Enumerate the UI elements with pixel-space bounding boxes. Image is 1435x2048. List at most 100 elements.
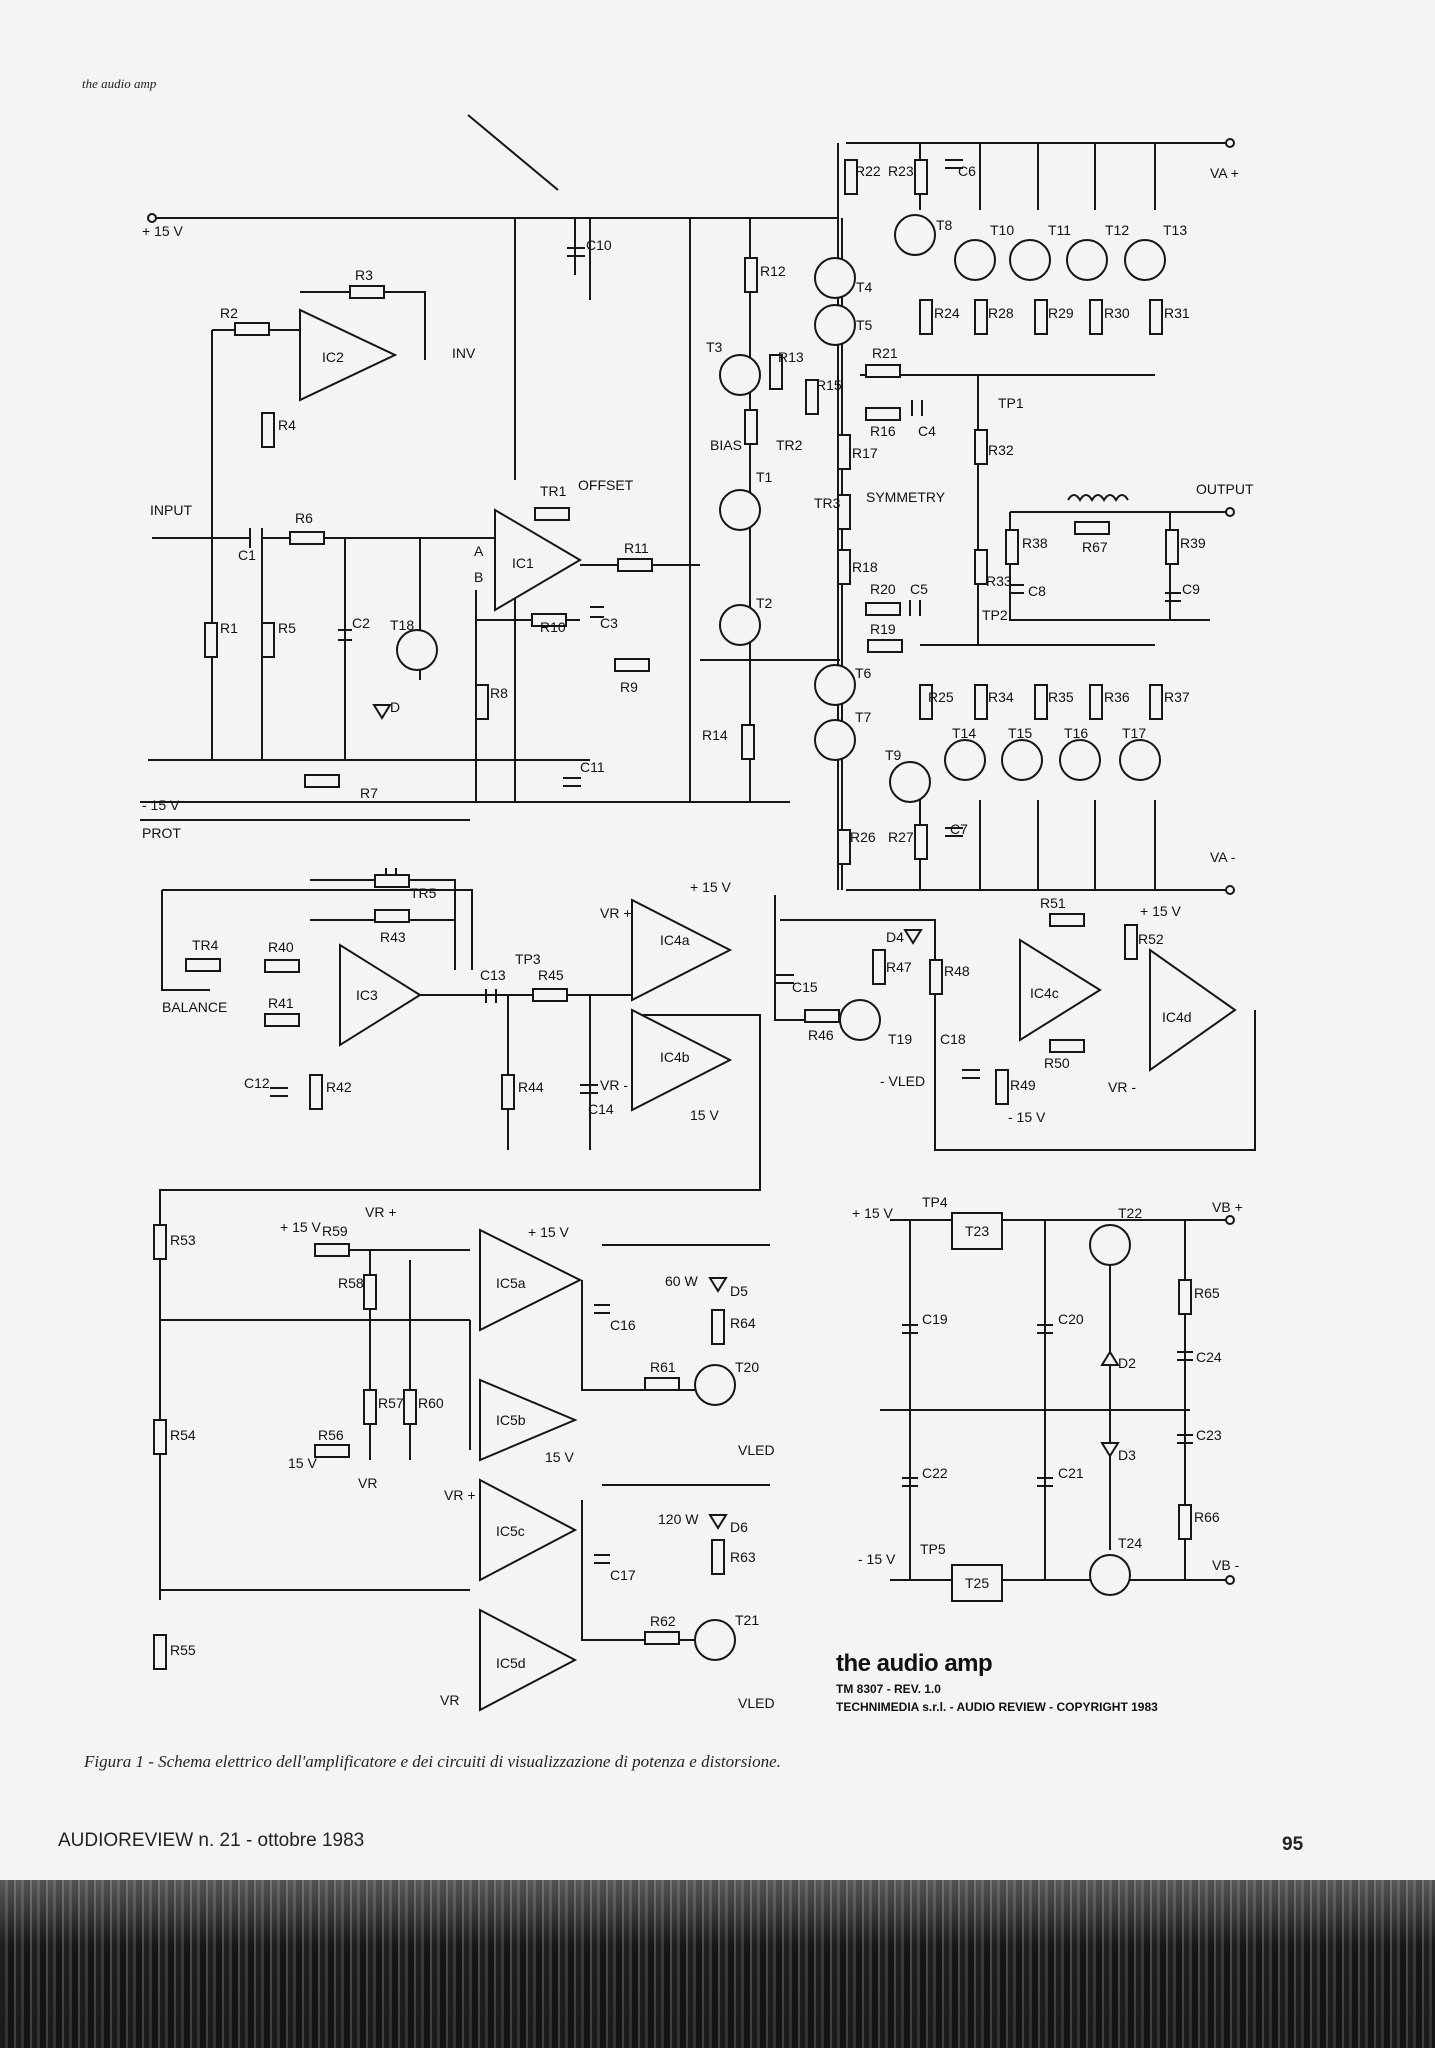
label-c2: C2 (352, 615, 370, 631)
rail-prot-label: PROT (142, 825, 181, 841)
label-ic4b: IC4b (660, 1049, 690, 1065)
label-ic4c: IC4c (1030, 985, 1059, 1001)
label-c22: C22 (922, 1465, 948, 1481)
label-tp3: TP3 (515, 951, 541, 967)
label-r32: R32 (988, 442, 1014, 458)
label-c4: C4 (918, 423, 936, 439)
vr-plus-label-1: VR + (600, 905, 632, 921)
label-ic5a: IC5a (496, 1275, 526, 1291)
label-t9: T9 (885, 747, 902, 763)
label-r44: R44 (518, 1079, 544, 1095)
label-c15: C15 (792, 979, 818, 995)
label-ic5d: IC5d (496, 1655, 526, 1671)
label-tr5: TR5 (410, 885, 437, 901)
label-c1: C1 (238, 547, 256, 563)
label-r22: R22 (855, 163, 881, 179)
label-tr4: TR4 (192, 937, 219, 953)
schematic-publisher: TECHNIMEDIA s.r.l. - AUDIO REVIEW - COPY… (836, 1700, 1158, 1714)
trimmer-tr1 (534, 507, 570, 521)
label-t2: T2 (756, 595, 773, 611)
label-r20: R20 (870, 581, 896, 597)
label-r58: R58 (338, 1275, 364, 1291)
label-t12: T12 (1105, 222, 1129, 238)
label-r35: R35 (1048, 689, 1074, 705)
input-label: INPUT (150, 502, 192, 518)
page-number: 95 (1282, 1834, 1304, 1855)
label-d5: D5 (730, 1283, 748, 1299)
label-c16: C16 (610, 1317, 636, 1333)
label-r62: R62 (650, 1613, 676, 1629)
label-r57: R57 (378, 1395, 404, 1411)
label-r41: R41 (268, 995, 294, 1011)
label-r29: R29 (1048, 305, 1074, 321)
label-r3: R3 (355, 267, 373, 283)
label-d6: D6 (730, 1519, 748, 1535)
label-tp2: TP2 (982, 607, 1008, 623)
label-r1: R1 (220, 620, 238, 636)
label-r34: R34 (988, 689, 1014, 705)
label-r10: R10 (540, 619, 566, 635)
scan-edge-shadow (0, 1880, 1435, 2048)
diode-d2 (1100, 1350, 1120, 1366)
label-t25: T25 (965, 1575, 989, 1591)
label-t1: T1 (756, 469, 773, 485)
rail-plus15-label: + 15 V (142, 223, 184, 239)
diode-d3 (1100, 1442, 1120, 1458)
label-t6: T6 (855, 665, 872, 681)
label-r40: R40 (268, 939, 294, 955)
label-r38: R38 (1022, 535, 1048, 551)
opamp-ic5d (479, 1608, 578, 1712)
label-r24: R24 (934, 305, 960, 321)
psu-minus15-label: - 15 V (858, 1551, 896, 1567)
opamp-ic2 (299, 308, 398, 402)
label-ic4a: IC4a (660, 932, 690, 948)
label-tp5: TP5 (920, 1541, 946, 1557)
vled-label-2: VLED (738, 1442, 775, 1458)
v15-label-1: 15 V (288, 1455, 317, 1471)
bias-label: BIAS (710, 437, 742, 453)
label-c21: C21 (1058, 1465, 1084, 1481)
label-t13: T13 (1163, 222, 1187, 238)
label-r54: R54 (170, 1427, 196, 1443)
label-c20: C20 (1058, 1311, 1084, 1327)
offset-label: OFFSET (578, 477, 634, 493)
label-t19: T19 (888, 1031, 912, 1047)
label-r13: R13 (778, 349, 804, 365)
inv-label: INV (452, 345, 476, 361)
diode-d6 (708, 1514, 728, 1530)
regulator-t23 (951, 1212, 1003, 1250)
opamp-ic5c (479, 1478, 578, 1582)
misc-parts (185, 114, 1129, 1602)
label-t23: T23 (965, 1223, 989, 1239)
regulator-t25 (951, 1564, 1003, 1602)
label-r55: R55 (170, 1642, 196, 1658)
output-label: OUTPUT (1196, 481, 1254, 497)
schematic-diagram: + 15 V VA + - 15 V PROT VA - VB + VB - +… (140, 114, 1256, 1712)
vminus15-label: - 15 V (1008, 1109, 1046, 1125)
psu-plus15-label: + 15 V (852, 1205, 894, 1221)
resistor-symbols (153, 159, 1192, 1670)
label-r63: R63 (730, 1549, 756, 1565)
label-c10: C10 (586, 237, 612, 253)
label-r45: R45 (538, 967, 564, 983)
node-b-label: B (474, 569, 483, 585)
label-t5: T5 (856, 317, 873, 333)
power-120w-label: 120 W (658, 1511, 699, 1527)
label-t21: T21 (735, 1612, 759, 1628)
trimmer-tr3 (837, 494, 851, 530)
label-c3: C3 (600, 615, 618, 631)
label-c5: C5 (910, 581, 928, 597)
vr-plus-label-3: VR + (444, 1487, 476, 1503)
label-ic5c: IC5c (496, 1523, 525, 1539)
vled-label-3: VLED (738, 1695, 775, 1711)
label-ic2: IC2 (322, 349, 344, 365)
label-r12: R12 (760, 263, 786, 279)
label-t24: T24 (1118, 1535, 1142, 1551)
label-r16: R16 (870, 423, 896, 439)
label-r33: R33 (986, 573, 1012, 589)
label-r9: R9 (620, 679, 638, 695)
output-inductor (1067, 494, 1129, 502)
label-c18: C18 (940, 1031, 966, 1047)
opamp-ic4b (631, 1008, 733, 1112)
